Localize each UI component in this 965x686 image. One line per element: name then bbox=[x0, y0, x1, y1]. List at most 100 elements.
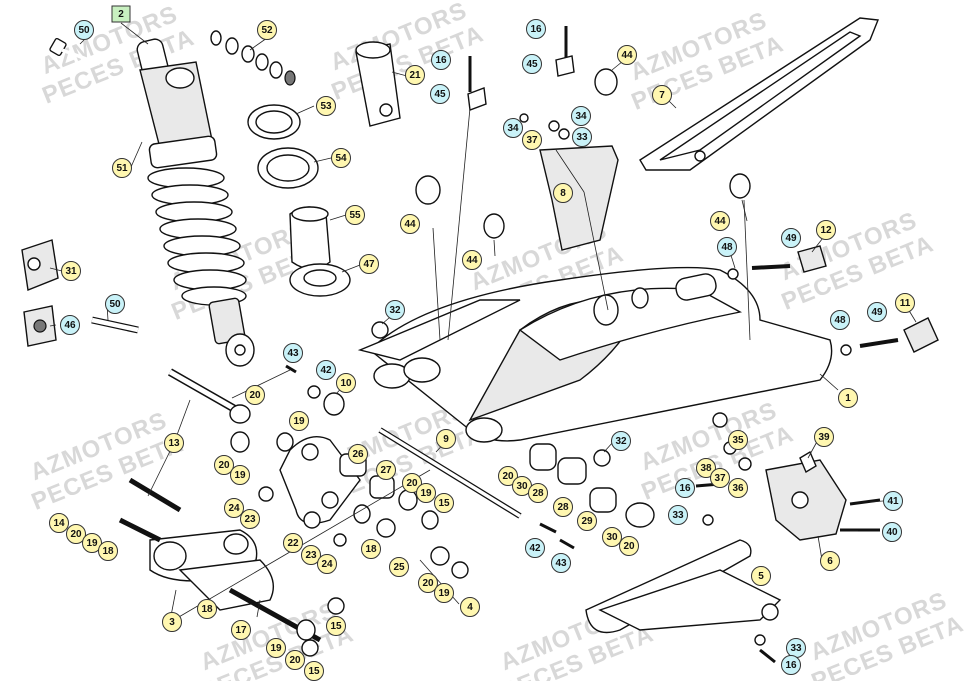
callout-marker bbox=[820, 551, 840, 571]
callout-label: 48 bbox=[834, 315, 846, 326]
callout-label: 32 bbox=[389, 305, 401, 316]
callout-31: 31 bbox=[61, 261, 81, 281]
callout-47: 47 bbox=[359, 254, 379, 274]
callout-label: 28 bbox=[532, 488, 544, 499]
callout-label: 33 bbox=[790, 643, 802, 654]
callout-33: 33 bbox=[668, 505, 688, 525]
callout-marker bbox=[434, 583, 454, 603]
callout-marker bbox=[460, 597, 480, 617]
plug-44c bbox=[594, 68, 618, 96]
callout-29: 29 bbox=[577, 511, 597, 531]
callout-label: 54 bbox=[335, 153, 347, 164]
callout-43: 43 bbox=[551, 553, 571, 573]
callout-45: 45 bbox=[522, 54, 542, 74]
callout-55: 55 bbox=[345, 205, 365, 225]
callout-marker bbox=[289, 411, 309, 431]
callout-label: 20 bbox=[422, 578, 434, 589]
callout-label: 29 bbox=[581, 516, 593, 527]
callout-marker bbox=[230, 465, 250, 485]
callout-10: 10 bbox=[336, 373, 356, 393]
callout-50: 50 bbox=[105, 294, 125, 314]
callout-marker bbox=[82, 533, 102, 553]
callout-24: 24 bbox=[317, 554, 337, 574]
callout-label: 19 bbox=[270, 643, 282, 654]
callout-marker bbox=[214, 455, 234, 475]
callout-label: 19 bbox=[293, 416, 305, 427]
callout-marker bbox=[611, 431, 631, 451]
callout-marker bbox=[49, 513, 69, 533]
callout-20: 20 bbox=[66, 524, 86, 544]
callout-marker bbox=[781, 228, 801, 248]
callout-24: 24 bbox=[224, 498, 244, 518]
callout-26: 26 bbox=[348, 444, 368, 464]
callout-label: 39 bbox=[818, 432, 830, 443]
callout-marker bbox=[728, 430, 748, 450]
callout-marker bbox=[522, 130, 542, 150]
callout-marker bbox=[668, 505, 688, 525]
callout-label: 24 bbox=[228, 503, 240, 514]
callout-label: 20 bbox=[289, 655, 301, 666]
bracket-8 bbox=[539, 145, 619, 251]
callout-20: 20 bbox=[418, 573, 438, 593]
callout-label: 12 bbox=[820, 225, 832, 236]
callout-19: 19 bbox=[289, 411, 309, 431]
callout-44: 44 bbox=[462, 250, 482, 270]
callout-label: 6 bbox=[827, 556, 833, 567]
callout-marker bbox=[882, 522, 902, 542]
callout-label: 34 bbox=[575, 111, 587, 122]
callout-label: 16 bbox=[679, 483, 691, 494]
callout-label: 44 bbox=[621, 50, 633, 61]
callout-19: 19 bbox=[82, 533, 102, 553]
callout-label: 4 bbox=[467, 602, 473, 613]
callout-label: 16 bbox=[435, 55, 447, 66]
callout-marker bbox=[162, 612, 182, 632]
callout-22: 22 bbox=[283, 533, 303, 553]
callout-label: 48 bbox=[721, 242, 733, 253]
callout-marker bbox=[617, 45, 637, 65]
callout-marker bbox=[816, 220, 836, 240]
callout-marker bbox=[436, 429, 456, 449]
callout-label: 41 bbox=[887, 496, 899, 507]
plug-44a bbox=[415, 175, 441, 205]
callout-label: 21 bbox=[409, 70, 421, 81]
callout-marker bbox=[710, 468, 730, 488]
callout-marker bbox=[98, 541, 118, 561]
callout-49: 49 bbox=[867, 302, 887, 322]
callout-label: 10 bbox=[340, 378, 352, 389]
callout-label: 51 bbox=[116, 163, 128, 174]
callout-16: 16 bbox=[526, 19, 546, 39]
callout-marker bbox=[696, 458, 716, 478]
callout-27: 27 bbox=[376, 460, 396, 480]
callout-label: 43 bbox=[555, 558, 567, 569]
callout-label: 20 bbox=[218, 460, 230, 471]
callout-20: 20 bbox=[214, 455, 234, 475]
callout-marker bbox=[553, 183, 573, 203]
nut-15 bbox=[296, 619, 316, 641]
callout-marker bbox=[431, 50, 451, 70]
callout-label: 16 bbox=[785, 660, 797, 671]
axle-13b bbox=[128, 477, 182, 513]
callout-marker bbox=[830, 310, 850, 330]
callout-label: 34 bbox=[507, 123, 519, 134]
callout-marker bbox=[66, 524, 86, 544]
callout-marker bbox=[112, 158, 132, 178]
callout-marker bbox=[60, 315, 80, 335]
callout-label: 25 bbox=[393, 562, 405, 573]
callout-marker bbox=[883, 491, 903, 511]
callout-label: 7 bbox=[659, 90, 665, 101]
callout-39: 39 bbox=[814, 427, 834, 447]
callout-label: 55 bbox=[349, 210, 361, 221]
callout-44: 44 bbox=[400, 214, 420, 234]
callout-20: 20 bbox=[619, 536, 639, 556]
callout-52: 52 bbox=[257, 20, 277, 40]
callout-17: 17 bbox=[231, 620, 251, 640]
callout-marker bbox=[316, 96, 336, 116]
callout-label: 19 bbox=[234, 470, 246, 481]
callout-label: 17 bbox=[235, 625, 247, 636]
callout-marker bbox=[266, 638, 286, 658]
callout-label: 20 bbox=[502, 471, 514, 482]
callout-label: 20 bbox=[623, 541, 635, 552]
callout-marker bbox=[838, 388, 858, 408]
callout-label: 40 bbox=[886, 527, 898, 538]
